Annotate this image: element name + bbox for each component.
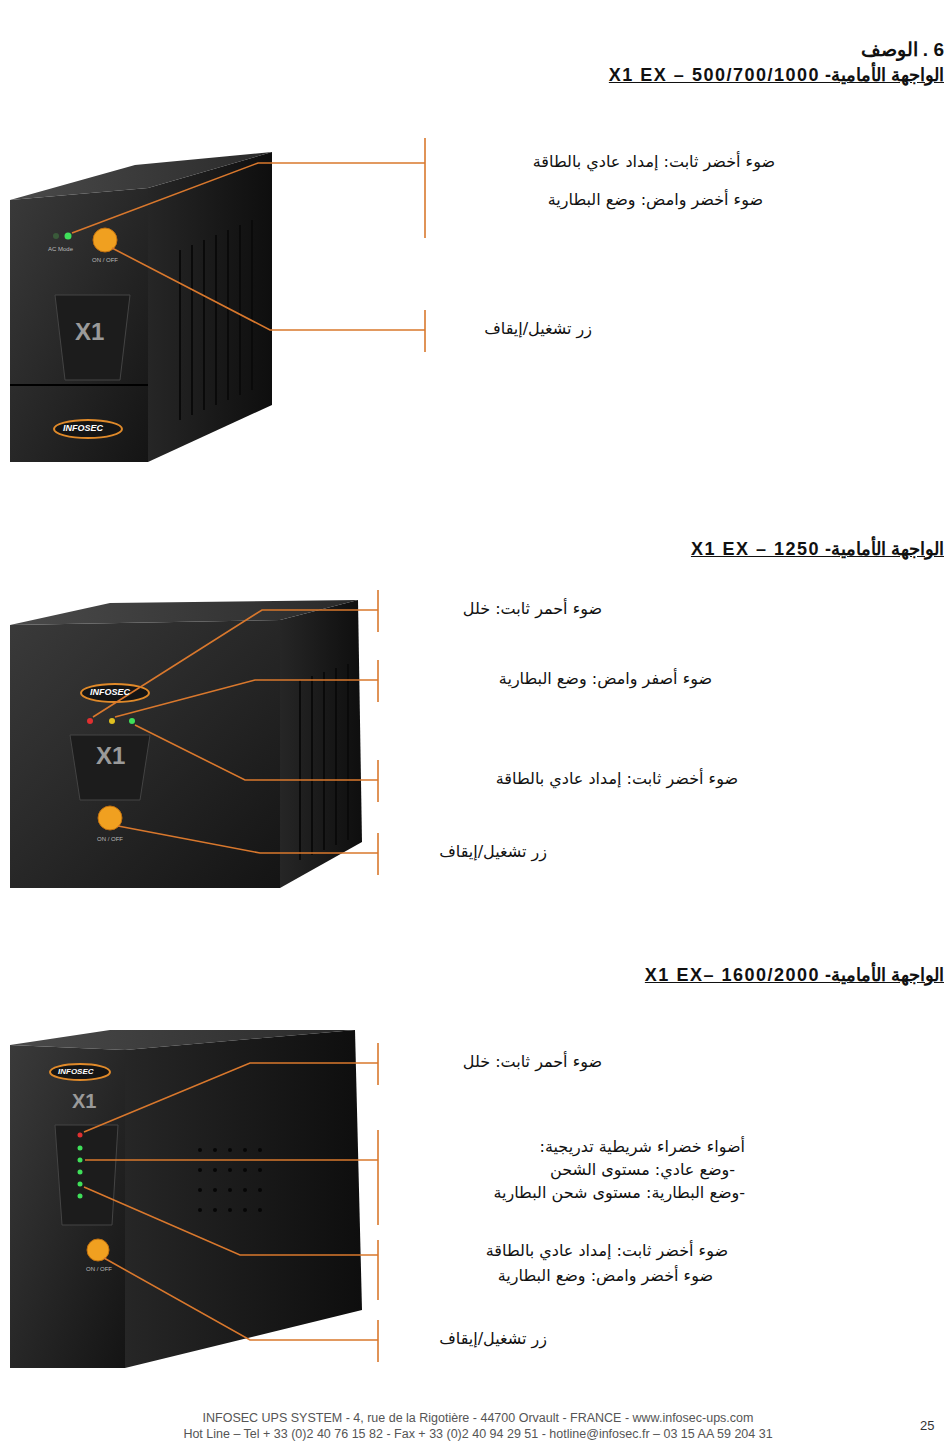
section-heading: الواجهة الأمامية- X1 EX – 1250 — [691, 538, 944, 560]
device-print: ON / OFF — [92, 257, 118, 263]
device-print: ON / OFF — [97, 836, 123, 842]
device-print: INFOSEC — [63, 423, 103, 433]
callout-label: ضوء أخضر ثابت: إمداد عادي بالطاقة — [496, 769, 738, 788]
callout-label: زر تشغيل/إيقاف — [439, 842, 547, 861]
section-heading: الواجهة الأمامية- X1 EX – 500/700/1000 — [609, 64, 944, 86]
callout-label: ضوء أخضر ثابت: إمداد عادي بالطاقة — [486, 1241, 728, 1260]
callout-label: زر تشغيل/إيقاف — [484, 319, 592, 338]
device-print: X1 — [96, 742, 125, 770]
callout-label: ضوء أحمر ثابت: خلل — [463, 1052, 602, 1071]
section-heading: الواجهة الأمامية- X1 EX– 1600/2000 — [645, 964, 944, 986]
device-print: X1 — [72, 1090, 96, 1113]
callout-label: -وضع عادي: مستوى الشحن — [550, 1160, 735, 1179]
ups-unit — [10, 1030, 362, 1368]
page-heading: 6 . الوصف — [861, 38, 944, 61]
device-print: ON / OFF — [86, 1266, 112, 1272]
callout-label: ضوء أخضر ثابت: إمداد عادي بالطاقة — [533, 152, 775, 171]
callout-label: ضوء أحمر ثابت: خلل — [463, 599, 602, 618]
callout-label: أضواء خضراء شريطية تدريجية: — [540, 1137, 745, 1156]
device-print: INFOSEC — [58, 1067, 94, 1076]
leader-lines — [72, 138, 425, 1362]
device-print: X1 — [75, 318, 104, 346]
footer-contact: Hot Line – Tel + 33 (0)2 40 76 15 82 - F… — [3, 1427, 950, 1441]
ups-unit — [10, 152, 272, 462]
footer-address: INFOSEC UPS SYSTEM - 4, rue de la Rigoti… — [3, 1411, 950, 1425]
ups-unit — [10, 600, 362, 888]
callout-label: ضوء أخضر وامض: وضع البطارية — [548, 190, 763, 209]
callout-label: زر تشغيل/إيقاف — [439, 1329, 547, 1348]
device-print: INFOSEC — [90, 687, 130, 697]
page-number: 25 — [920, 1418, 934, 1433]
callout-label: -وضع البطارية: مستوى شحن البطارية — [493, 1183, 745, 1202]
callout-label: ضوء أخضر وامض: وضع البطارية — [498, 1266, 713, 1285]
callout-label: ضوء أصفر وامض: وضع البطارية — [499, 669, 712, 688]
device-print: AC Mode — [48, 246, 73, 252]
